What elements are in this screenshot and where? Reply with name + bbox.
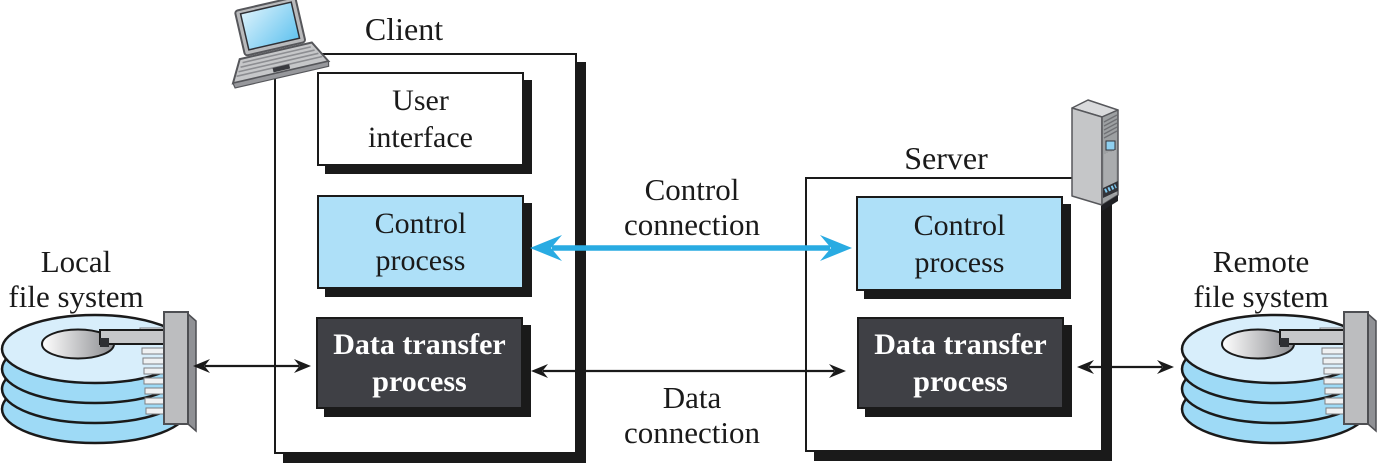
client-dtp-line2: process: [372, 365, 467, 398]
data-connection-line2: connection: [623, 415, 761, 450]
control-connection-line2: connection: [623, 207, 761, 242]
data-connection-label: Data connection: [624, 380, 760, 450]
local-file-system-label: Local file system: [8, 244, 143, 314]
data-connection-line1: Data: [662, 380, 722, 415]
client-control-line2: process: [375, 244, 466, 277]
data-connection-arrow: [531, 364, 846, 378]
local-fs-line2: file system: [8, 279, 144, 314]
client-dtp-line1: Data transfer: [333, 328, 506, 361]
remote-fs-line2: file system: [1193, 279, 1329, 314]
client-user-interface-box: User interface: [317, 72, 524, 166]
user-interface-line1: User: [392, 84, 449, 117]
client-data-transfer-process-box: Data transfer process: [316, 317, 523, 409]
remote-fs-line1: Remote: [1212, 244, 1310, 279]
server-control-process-box: Control process: [856, 196, 1063, 291]
user-interface-line2: interface: [368, 121, 473, 154]
remote-file-system-label: Remote file system: [1193, 244, 1328, 314]
server-data-transfer-process-box: Data transfer process: [857, 317, 1064, 409]
client-title: Client: [364, 11, 444, 47]
server-control-line1: Control: [913, 208, 1006, 242]
client-control-line1: Control: [374, 207, 467, 240]
server-dtp-line2: process: [913, 365, 1008, 398]
control-connection-line1: Control: [644, 172, 740, 207]
local-disk-stack-icon: [0, 310, 198, 445]
server-title: Server: [904, 140, 988, 176]
local-fs-line1: Local: [40, 244, 112, 279]
server-control-line2: process: [914, 245, 1005, 279]
remote-disk-stack-icon: [1180, 310, 1378, 445]
control-connection-label: Control connection: [624, 172, 760, 242]
client-control-process-box: Control process: [317, 195, 524, 289]
server-dtp-line1: Data transfer: [874, 328, 1047, 361]
